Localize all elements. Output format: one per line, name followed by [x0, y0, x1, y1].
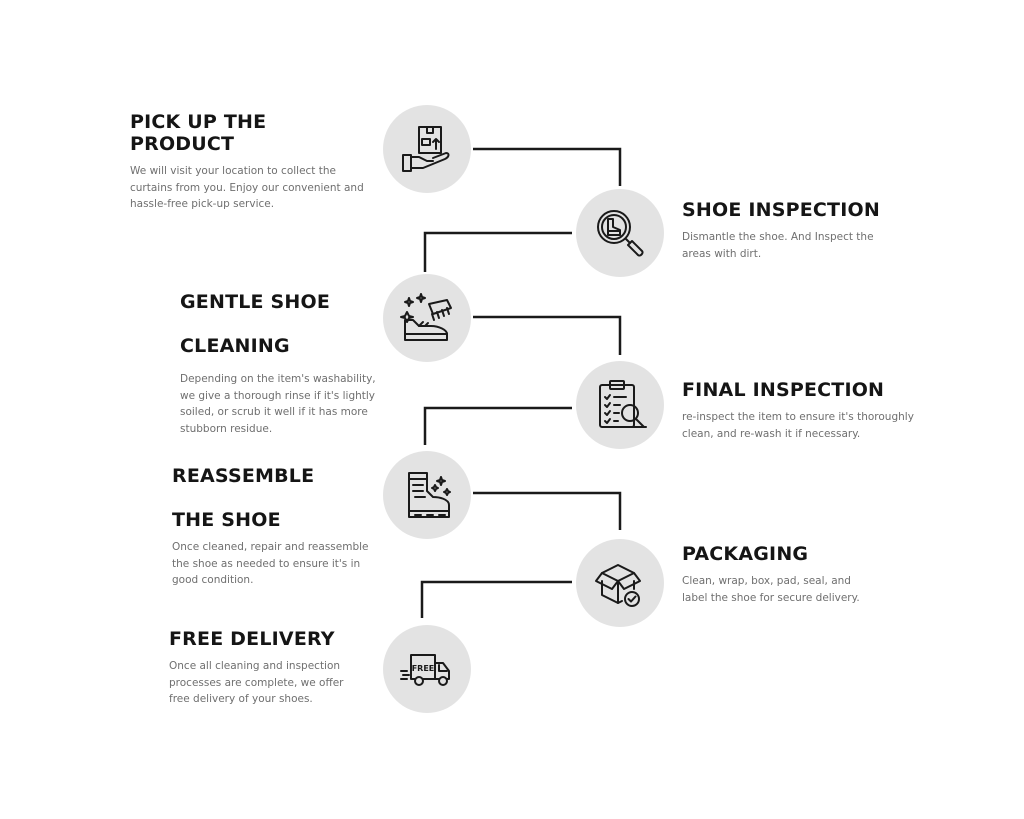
desc-line: free delivery of your shoes. [169, 693, 313, 705]
step-description: Once cleaned, repair and reassemble the … [172, 539, 382, 589]
truck-free-label: FREE [412, 664, 435, 673]
step-title: PACKAGING [682, 543, 809, 565]
title-line: REASSEMBLE [172, 465, 315, 487]
step-7-circle: FREE [383, 625, 471, 713]
step-title: FINAL INSPECTION [682, 379, 885, 401]
step-2-circle [576, 189, 664, 277]
sparkling-boot-icon [408, 472, 451, 518]
desc-line: hassle-free pick-up service. [130, 198, 275, 210]
connector-6-7 [420, 580, 572, 618]
desc-line: Once cleaned, repair and reassemble [172, 541, 369, 553]
desc-line: re-inspect the item to ensure it's thoro… [682, 411, 914, 423]
desc-line: good condition. [172, 574, 254, 586]
desc-line: the shoe as needed to ensure it's in [172, 557, 361, 570]
step-description: Dismantle the shoe. And Inspect the area… [682, 229, 942, 262]
title-line: CLEANING [180, 335, 290, 357]
desc-line: we give a thorough rinse if it's lightly [180, 389, 376, 402]
step-3-circle [383, 274, 471, 362]
desc-line: Clean, wrap, box, pad, seal, and [682, 575, 851, 587]
step-4-text: FINAL INSPECTION re-inspect the item to … [682, 379, 982, 442]
free-truck-icon: FREE [400, 654, 450, 686]
step-description: Depending on the item's washability, we … [180, 371, 380, 437]
title-line: THE SHOE [172, 509, 281, 531]
connector-5-6 [473, 491, 622, 530]
desc-line: Depending on the item's washability, [180, 373, 376, 385]
step-7-text: FREE DELIVERY Once all cleaning and insp… [169, 628, 379, 708]
box-check-icon [595, 564, 641, 607]
desc-line: Once all cleaning and inspection [169, 660, 341, 672]
step-5-text: REASSEMBLE THE SHOE Once cleaned, repair… [172, 443, 382, 589]
connector-1-2 [473, 147, 622, 186]
connector-3-4 [473, 315, 622, 355]
clipboard-checklist-icon [599, 380, 647, 428]
desc-line: Dismantle the shoe. And Inspect the [682, 231, 874, 243]
step-2-text: SHOE INSPECTION Dismantle the shoe. And … [682, 199, 942, 262]
step-5-circle [383, 451, 471, 539]
step-6-text: PACKAGING Clean, wrap, box, pad, seal, a… [682, 543, 922, 606]
desc-line: stubborn residue. [180, 422, 273, 435]
desc-line: We will visit your location to collect t… [130, 165, 336, 177]
magnifier-shoe-icon [597, 210, 644, 257]
desc-line: curtains from you. Enjoy our convenient … [130, 181, 364, 194]
shoe-brush-icon [400, 293, 452, 341]
step-title: REASSEMBLE THE SHOE [172, 443, 382, 531]
step-title: SHOE INSPECTION [682, 199, 880, 221]
connector-2-3 [423, 231, 572, 272]
step-4-circle [576, 361, 664, 449]
connector-4-5 [423, 406, 572, 445]
step-3-text: GENTLE SHOE CLEANING Depending on the it… [180, 269, 380, 437]
desc-line: soiled, or scrub it well if it has more [180, 406, 368, 418]
step-6-circle [576, 539, 664, 627]
step-title: GENTLE SHOE CLEANING [180, 269, 380, 357]
desc-line: label the shoe for secure delivery. [682, 591, 860, 604]
step-1-text: PICK UP THE PRODUCT We will visit your l… [130, 111, 370, 213]
step-description: We will visit your location to collect t… [130, 163, 370, 213]
step-description: Clean, wrap, box, pad, seal, and label t… [682, 573, 922, 606]
desc-line: clean, and re-wash it if necessary. [682, 427, 861, 440]
step-title: FREE DELIVERY [169, 628, 335, 650]
delivery-box-hand-icon [402, 126, 450, 172]
step-description: Once all cleaning and inspection process… [169, 658, 379, 708]
desc-line: processes are complete, we offer [169, 676, 344, 689]
desc-line: areas with dirt. [682, 247, 762, 260]
step-title: PICK UP THE PRODUCT [130, 111, 267, 155]
step-1-circle [383, 105, 471, 193]
step-description: re-inspect the item to ensure it's thoro… [682, 409, 982, 442]
title-line: GENTLE SHOE [180, 291, 331, 313]
